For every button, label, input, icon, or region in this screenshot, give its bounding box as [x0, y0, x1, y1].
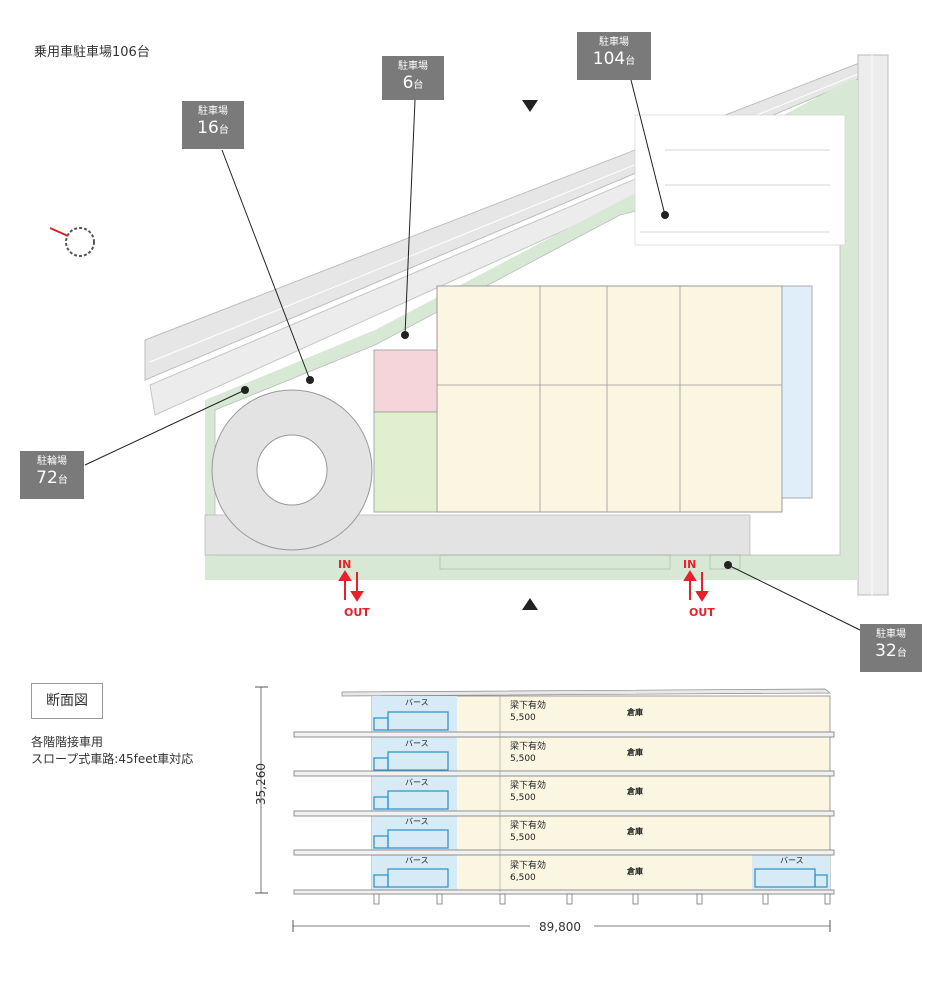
pink-block: [373, 349, 438, 413]
north-arrow-bottom: [522, 598, 538, 610]
height-dimension: 35,260: [254, 763, 268, 805]
page-heading: 乗用車駐車場106台: [34, 45, 150, 60]
clear-label-1: 梁下有効: [510, 859, 546, 871]
entry-out-2: OUT: [689, 606, 715, 619]
north-arrow-top: [522, 100, 538, 112]
blue-strip: [781, 285, 813, 499]
berth-label-5: バース: [405, 698, 429, 707]
berth-label-2: バース: [405, 817, 429, 826]
section-title: 断面図: [31, 683, 103, 719]
green-block: [373, 411, 438, 513]
side-road: [857, 54, 889, 596]
warehouse-plan: [436, 285, 783, 513]
warehouse-label-3: 倉庫: [626, 786, 643, 796]
clear-label-4: 梁下有効: [510, 740, 546, 752]
clear-value-3: 5,500: [510, 793, 536, 803]
clear-label-5: 梁下有効: [510, 699, 546, 711]
clear-value-5: 5,500: [510, 713, 536, 723]
clear-label-3: 梁下有効: [510, 779, 546, 791]
berth-label-extra: バース: [780, 856, 804, 865]
section-note: 各階階接車用 スロープ式車路:45feet車対応: [31, 735, 194, 766]
berth-label-1: バース: [405, 856, 429, 865]
warehouse-label-5: 倉庫: [626, 707, 643, 717]
entry-in-1: IN: [338, 558, 351, 571]
clear-value-1: 6,500: [510, 873, 536, 883]
berth-label-4: バース: [405, 739, 429, 748]
entry-in-2: IN: [683, 558, 696, 571]
clear-value-2: 5,500: [510, 833, 536, 843]
entry-out-1: OUT: [344, 606, 370, 619]
width-dimension: 89,800: [539, 920, 581, 934]
warehouse-label-2: 倉庫: [626, 826, 643, 836]
clear-label-2: 梁下有効: [510, 819, 546, 831]
warehouse-label-4: 倉庫: [626, 747, 643, 757]
compass-icon: [65, 227, 95, 257]
berth-label-3: バース: [405, 778, 429, 787]
clear-value-4: 5,500: [510, 754, 536, 764]
warehouse-label-1: 倉庫: [626, 866, 643, 876]
cross-section: 35,260 89,800 バース 梁下有効 5,500 倉庫 バース 梁下有効…: [254, 686, 835, 934]
